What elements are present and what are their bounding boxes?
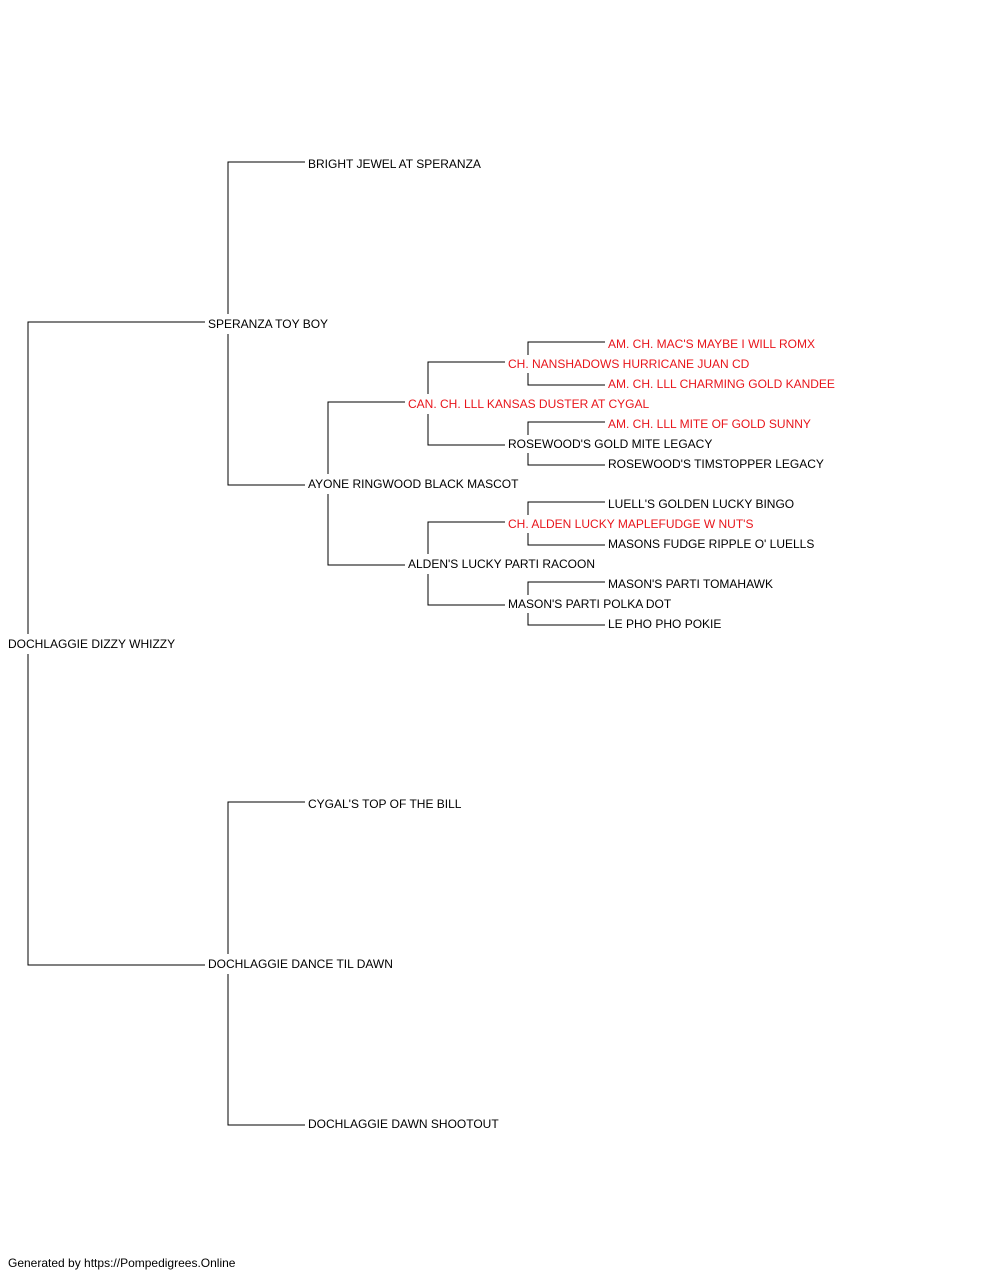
connector-sdss-sire bbox=[527, 341, 605, 355]
sddd-dam-name: LE PHO PHO POKIE bbox=[608, 617, 721, 631]
connector-sdsd-dam bbox=[527, 453, 605, 466]
sd-sire-name: CAN. CH. LLL KANSAS DUSTER AT CYGAL bbox=[408, 397, 650, 411]
connector-sdds-sire bbox=[527, 501, 605, 515]
sdss-sire-name: AM. CH. MAC'S MAYBE I WILL ROMX bbox=[608, 337, 815, 351]
sddd-sire-name: MASON'S PARTI TOMAHAWK bbox=[608, 577, 773, 591]
connector-sddd-sire bbox=[527, 581, 605, 595]
connector-subject-dam bbox=[27, 654, 205, 966]
connector-sdd-sire bbox=[427, 521, 505, 554]
connector-sddd-dam bbox=[527, 613, 605, 626]
sdsd-sire-name: AM. CH. LLL MITE OF GOLD SUNNY bbox=[608, 417, 811, 431]
sd-dam-name: ALDEN'S LUCKY PARTI RACOON bbox=[408, 557, 595, 571]
footer-credit: Generated by https://Pompedigrees.Online bbox=[8, 1256, 236, 1270]
sdsd-dam-name: ROSEWOOD'S TIMSTOPPER LEGACY bbox=[608, 457, 824, 471]
sdss-dam-name: AM. CH. LLL CHARMING GOLD KANDEE bbox=[608, 377, 835, 391]
connector-lines bbox=[27, 161, 605, 1126]
sdds-dam-name: MASONS FUDGE RIPPLE O' LUELLS bbox=[608, 537, 814, 551]
sire-sire-name: BRIGHT JEWEL AT SPERANZA bbox=[308, 157, 481, 171]
dam-name: DOCHLAGGIE DANCE TIL DAWN bbox=[208, 957, 393, 971]
subject-name: DOCHLAGGIE DIZZY WHIZZY bbox=[8, 637, 175, 651]
dam-sire-name: CYGAL'S TOP OF THE BILL bbox=[308, 797, 462, 811]
sdd-sire-name: CH. ALDEN LUCKY MAPLEFUDGE W NUT'S bbox=[508, 517, 753, 531]
connector-sds-sire bbox=[427, 361, 505, 394]
sdds-sire-name: LUELL'S GOLDEN LUCKY BINGO bbox=[608, 497, 794, 511]
connector-sdsd-sire bbox=[527, 421, 605, 435]
connector-sire-dam bbox=[227, 334, 305, 486]
connector-sire-sire bbox=[227, 161, 305, 314]
sire-name: SPERANZA TOY BOY bbox=[208, 317, 328, 331]
connector-subject-sire bbox=[27, 321, 205, 634]
connector-sdss-dam bbox=[527, 373, 605, 386]
sire-dam-name: AYONE RINGWOOD BLACK MASCOT bbox=[308, 477, 519, 491]
dog-names: DOCHLAGGIE DIZZY WHIZZY SPERANZA TOY BOY… bbox=[8, 157, 835, 1131]
connector-sd-sire bbox=[327, 401, 405, 474]
dam-dam-name: DOCHLAGGIE DAWN SHOOTOUT bbox=[308, 1117, 499, 1131]
connector-sds-dam bbox=[427, 414, 505, 446]
connector-sdds-dam bbox=[527, 533, 605, 546]
sds-dam-name: ROSEWOOD'S GOLD MITE LEGACY bbox=[508, 437, 712, 451]
connector-dam-sire bbox=[227, 801, 305, 954]
sdd-dam-name: MASON'S PARTI POLKA DOT bbox=[508, 597, 672, 611]
connector-dam-dam bbox=[227, 974, 305, 1126]
connector-sdd-dam bbox=[427, 574, 505, 606]
connector-sd-dam bbox=[327, 494, 405, 566]
sds-sire-name: CH. NANSHADOWS HURRICANE JUAN CD bbox=[508, 357, 750, 371]
